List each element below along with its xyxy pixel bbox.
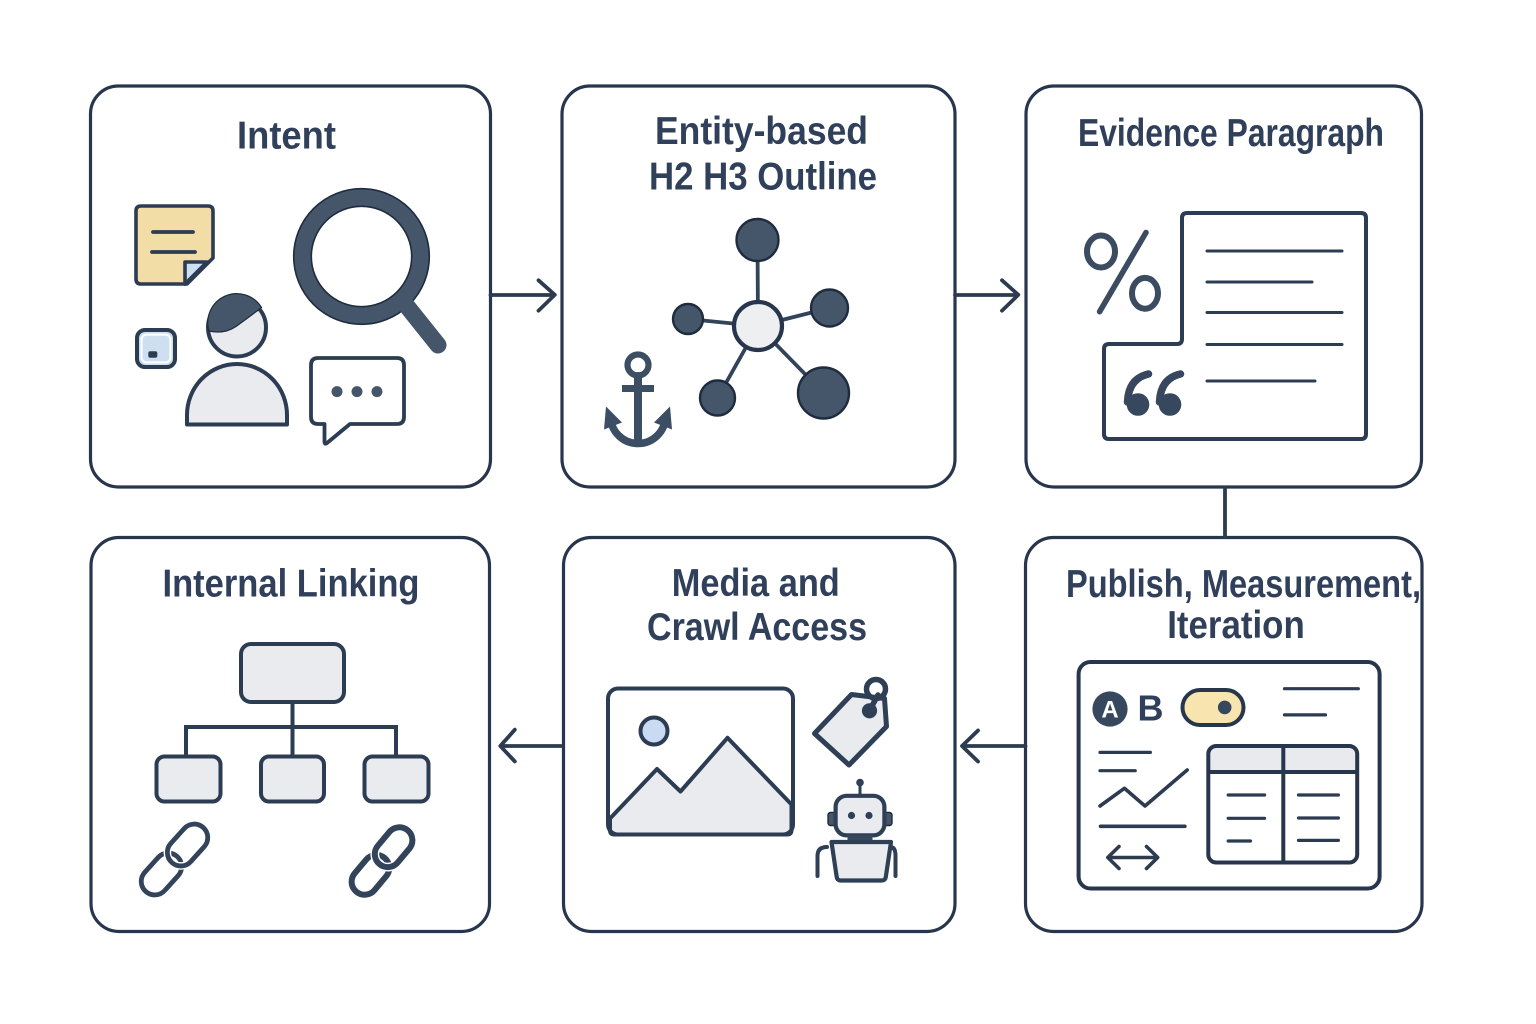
svg-text:Internal Linking: Internal Linking — [163, 563, 420, 606]
svg-text:Media and: Media and — [672, 562, 840, 605]
svg-text:Entity-based: Entity-based — [655, 110, 868, 153]
svg-text:Crawl Access: Crawl Access — [647, 606, 867, 649]
svg-text:B: B — [1138, 687, 1164, 728]
svg-text:Iteration: Iteration — [1167, 604, 1305, 647]
svg-text:H2 H3 Outline: H2 H3 Outline — [649, 156, 877, 199]
svg-text:Evidence Paragraph: Evidence Paragraph — [1078, 112, 1384, 155]
svg-text:A: A — [1101, 697, 1118, 724]
svg-text:Intent: Intent — [237, 115, 336, 158]
svg-text:Publish, Measurement,: Publish, Measurement, — [1066, 563, 1421, 606]
